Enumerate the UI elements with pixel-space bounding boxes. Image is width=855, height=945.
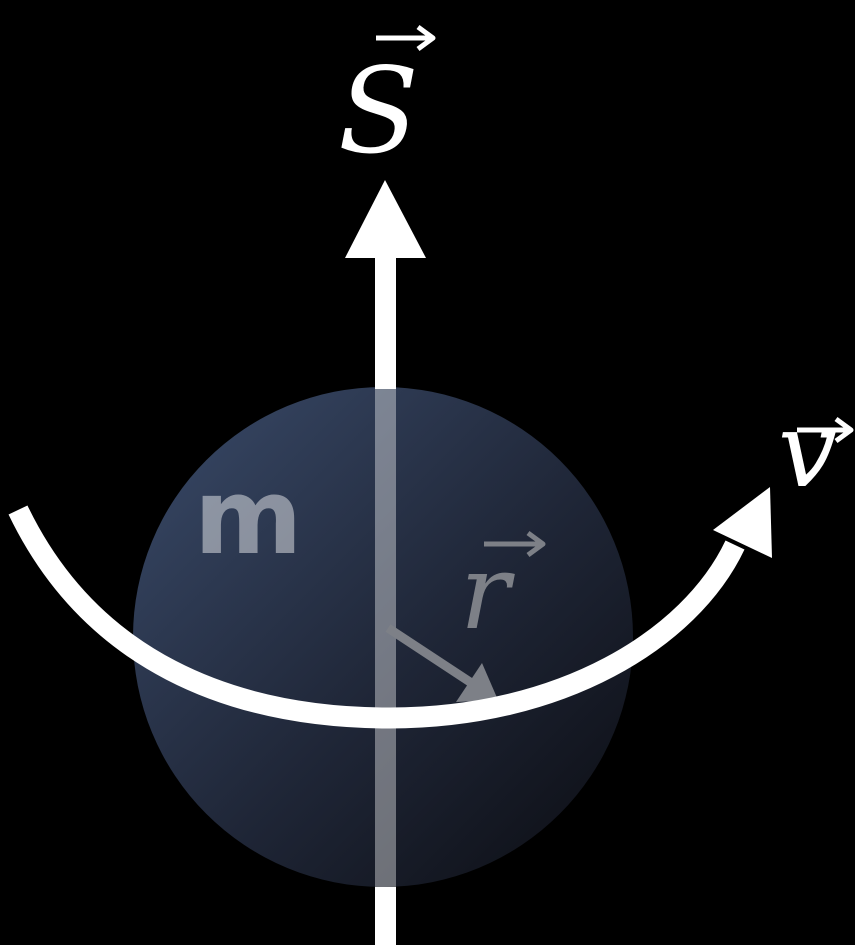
vector-arrow-accent-icon: [484, 530, 546, 558]
spin-axis-inside-sphere: [375, 389, 396, 887]
radius-vector-letter: r: [460, 531, 515, 653]
mass-label: m: [194, 456, 302, 578]
spin-vector-label: S: [338, 24, 436, 180]
spin-axis-bottom: [375, 887, 396, 945]
velocity-vector-label: v: [778, 389, 854, 511]
radius-vector-arrow: [385, 624, 498, 702]
vector-arrow-accent-icon: [376, 24, 436, 52]
spin-vector-letter: S: [338, 42, 419, 180]
spin-vector-arrow: [345, 180, 426, 389]
mass-sphere: [133, 387, 633, 887]
vector-arrow-accent-icon: [797, 416, 854, 444]
velocity-vector-arrow: [8, 487, 772, 729]
velocity-vector-letter: v: [778, 389, 837, 511]
radius-vector-label: r: [460, 530, 546, 653]
